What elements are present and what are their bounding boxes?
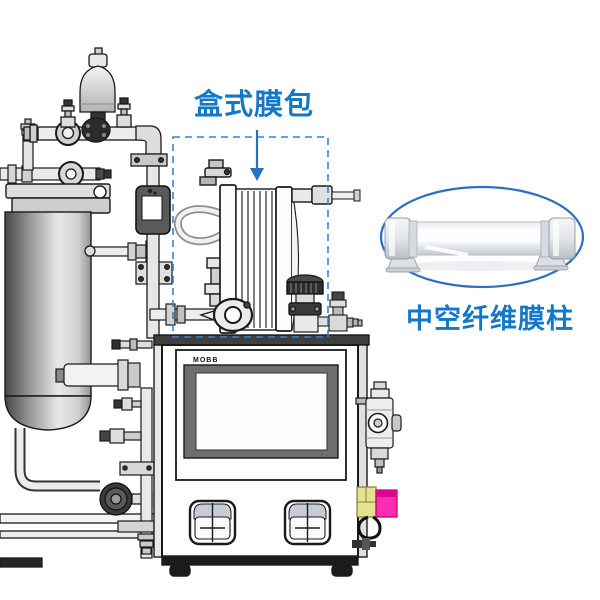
control-cabinet: MOBB: [153, 334, 370, 577]
cassette-label: 盒式膜包: [193, 89, 314, 121]
pneumatic-valve: [79, 47, 116, 143]
pump-head-left: [188, 499, 237, 546]
flow-sensor: [135, 185, 171, 235]
tank-dished-bottom: [4, 395, 92, 431]
tank-lid: [5, 183, 111, 214]
needle-valve-right: [116, 97, 132, 128]
tank-side-ports: [55, 240, 173, 391]
feed-tank: [4, 183, 111, 431]
cassette-bottom-clamp: [149, 297, 254, 333]
tank-drain-line: [14, 428, 153, 516]
hmi-logo: MOBB: [193, 357, 218, 364]
sample-valve: [111, 338, 153, 351]
hmi-panel: MOBB: [175, 349, 347, 481]
hmi-screen: [195, 372, 328, 451]
needle-valve-left: [60, 99, 76, 128]
cassette-callout-box: [172, 136, 329, 338]
hollow-fiber-callout: [379, 185, 585, 289]
cassette-right-port: [291, 185, 361, 205]
hanging-loop: [357, 515, 382, 540]
cabinet-foot-left: [169, 564, 191, 577]
hollow-fiber-label: 中空纤维膜柱: [406, 304, 574, 334]
drain-valve: [99, 482, 153, 516]
air-filter-regulator: [355, 381, 402, 474]
pendant-connector: [352, 486, 398, 550]
cassette-arrow: [250, 130, 264, 181]
pump-head-right: [283, 499, 332, 546]
membrane-cassette: [149, 159, 363, 334]
retentate-valve: [286, 274, 333, 333]
cabinet-foot-right: [331, 564, 353, 577]
hollow-fiber-column: [384, 217, 576, 273]
pipe-elbow: [135, 125, 162, 155]
outlet-needle-valve: [328, 291, 363, 332]
lower-port-cylinder: [55, 359, 141, 391]
